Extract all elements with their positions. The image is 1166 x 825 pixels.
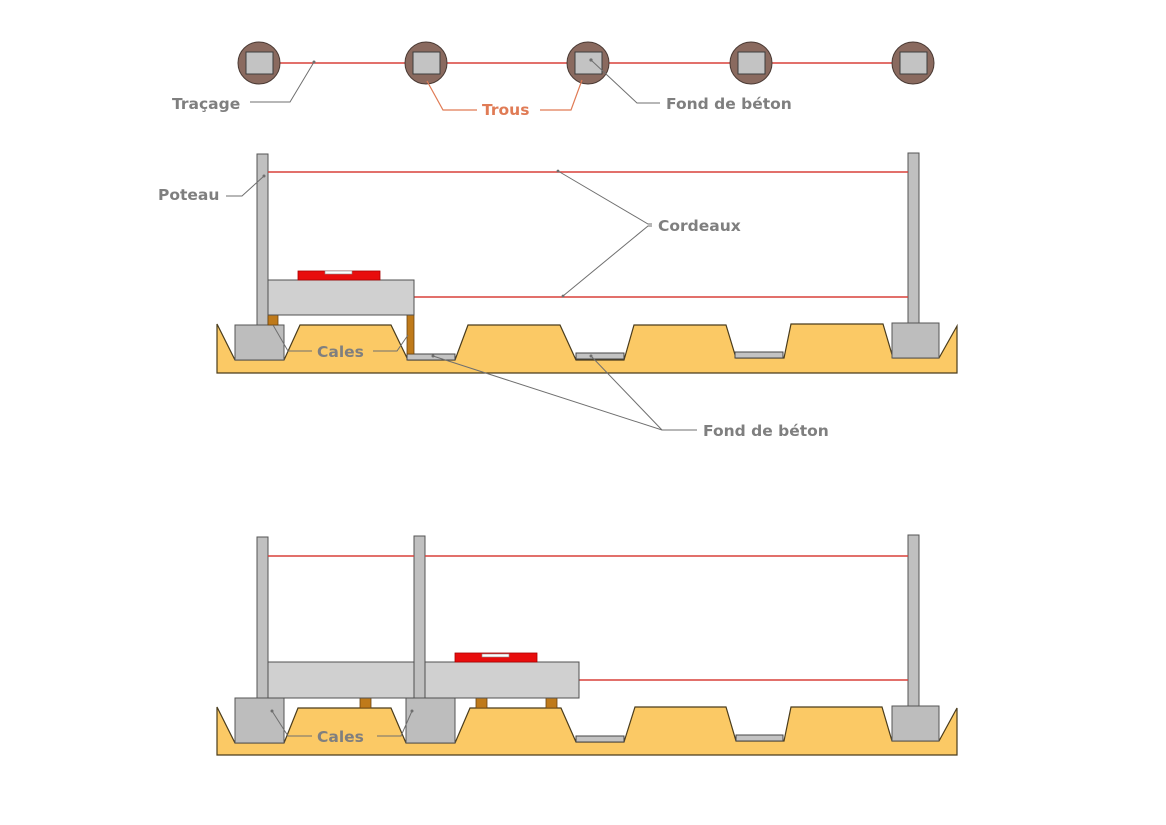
cales-leader-left <box>272 324 312 352</box>
straightedge-board <box>267 279 415 316</box>
spirit-level-2-bubble <box>481 653 510 658</box>
post-2-left <box>256 536 269 699</box>
fond-beton-leader-2 <box>590 355 663 431</box>
shim-right <box>406 314 415 355</box>
label-trous: Trous <box>482 101 529 119</box>
hole-1 <box>237 41 281 85</box>
concrete-bottom-5 <box>735 734 784 742</box>
hole-1-concrete-bottom <box>245 51 274 75</box>
label-fond-de-beton-top: Fond de béton <box>666 95 792 113</box>
label-cordeaux: Cordeaux <box>658 217 741 235</box>
hole-4-concrete-bottom <box>737 51 766 75</box>
label-tracage: Traçage <box>172 95 240 113</box>
shim-2c <box>545 697 558 709</box>
hole-2-concrete-bottom <box>412 51 441 75</box>
spirit-level-bubble <box>324 270 353 275</box>
fond-beton-leader-2-dot <box>589 354 593 358</box>
fond-beton-leader-1-dot <box>431 354 435 358</box>
concrete-bottom-4 <box>575 735 625 743</box>
label-poteau: Poteau <box>158 186 219 204</box>
post-2-middle <box>413 535 426 699</box>
hole-3 <box>566 41 610 85</box>
post-footing-2-middle <box>405 697 456 744</box>
ground-profile-1 <box>216 323 958 374</box>
side-view-1: Poteau Cordeaux Cales Fond de béton <box>158 152 958 440</box>
hole-5-concrete-bottom <box>899 51 928 75</box>
cales-2-leader-left-dot <box>270 709 274 713</box>
post-footing-left <box>234 324 285 361</box>
tracage-leader <box>250 61 315 103</box>
fond-beton-top-leader <box>590 59 660 104</box>
cordeaux-leader-top-dot <box>556 169 560 173</box>
cales-2-leader-right <box>377 710 413 737</box>
cales-2-leader-right-dot <box>410 709 414 713</box>
poteau-leader <box>226 175 265 197</box>
label-cales-1: Cales <box>317 343 364 361</box>
concrete-bottom-2 <box>575 352 625 360</box>
post-2-right <box>907 534 920 707</box>
side-view-2: Cales <box>216 534 958 756</box>
post-right <box>907 152 920 324</box>
post-left <box>256 153 269 326</box>
post-footing-right <box>891 322 940 359</box>
straightedge-board-2a <box>267 661 415 699</box>
spirit-level-2 <box>454 652 538 663</box>
hole-4 <box>729 41 773 85</box>
post-footing-2-left <box>234 697 285 744</box>
cales-leader-right <box>373 334 409 352</box>
top-view: Traçage Trous Fond de béton <box>172 41 935 119</box>
tracage-leader-dot <box>312 60 316 64</box>
fond-beton-top-leader-dot <box>589 58 593 62</box>
poteau-leader-dot <box>262 174 266 178</box>
hole-5 <box>891 41 935 85</box>
label-fond-de-beton-side: Fond de béton <box>703 422 829 440</box>
trous-leader-right <box>540 79 583 111</box>
cales-2-leader-left <box>271 710 312 737</box>
post-footing-2-right <box>891 705 940 742</box>
straightedge-board-2b <box>424 661 580 699</box>
label-cales-2: Cales <box>317 728 364 746</box>
trous-leader-left <box>426 80 477 111</box>
shim-2b <box>475 697 488 709</box>
hole-3-concrete-bottom <box>574 51 603 75</box>
concrete-bottom-1 <box>406 353 456 361</box>
concrete-bottom-3 <box>734 351 784 359</box>
cordeaux-leader-bottom <box>562 225 652 297</box>
cordeaux-leader-top <box>557 170 652 225</box>
hole-2 <box>404 41 448 85</box>
shim-2a <box>359 697 372 709</box>
shim-left <box>267 314 279 326</box>
cordeaux-leader-bottom-dot <box>561 294 565 298</box>
